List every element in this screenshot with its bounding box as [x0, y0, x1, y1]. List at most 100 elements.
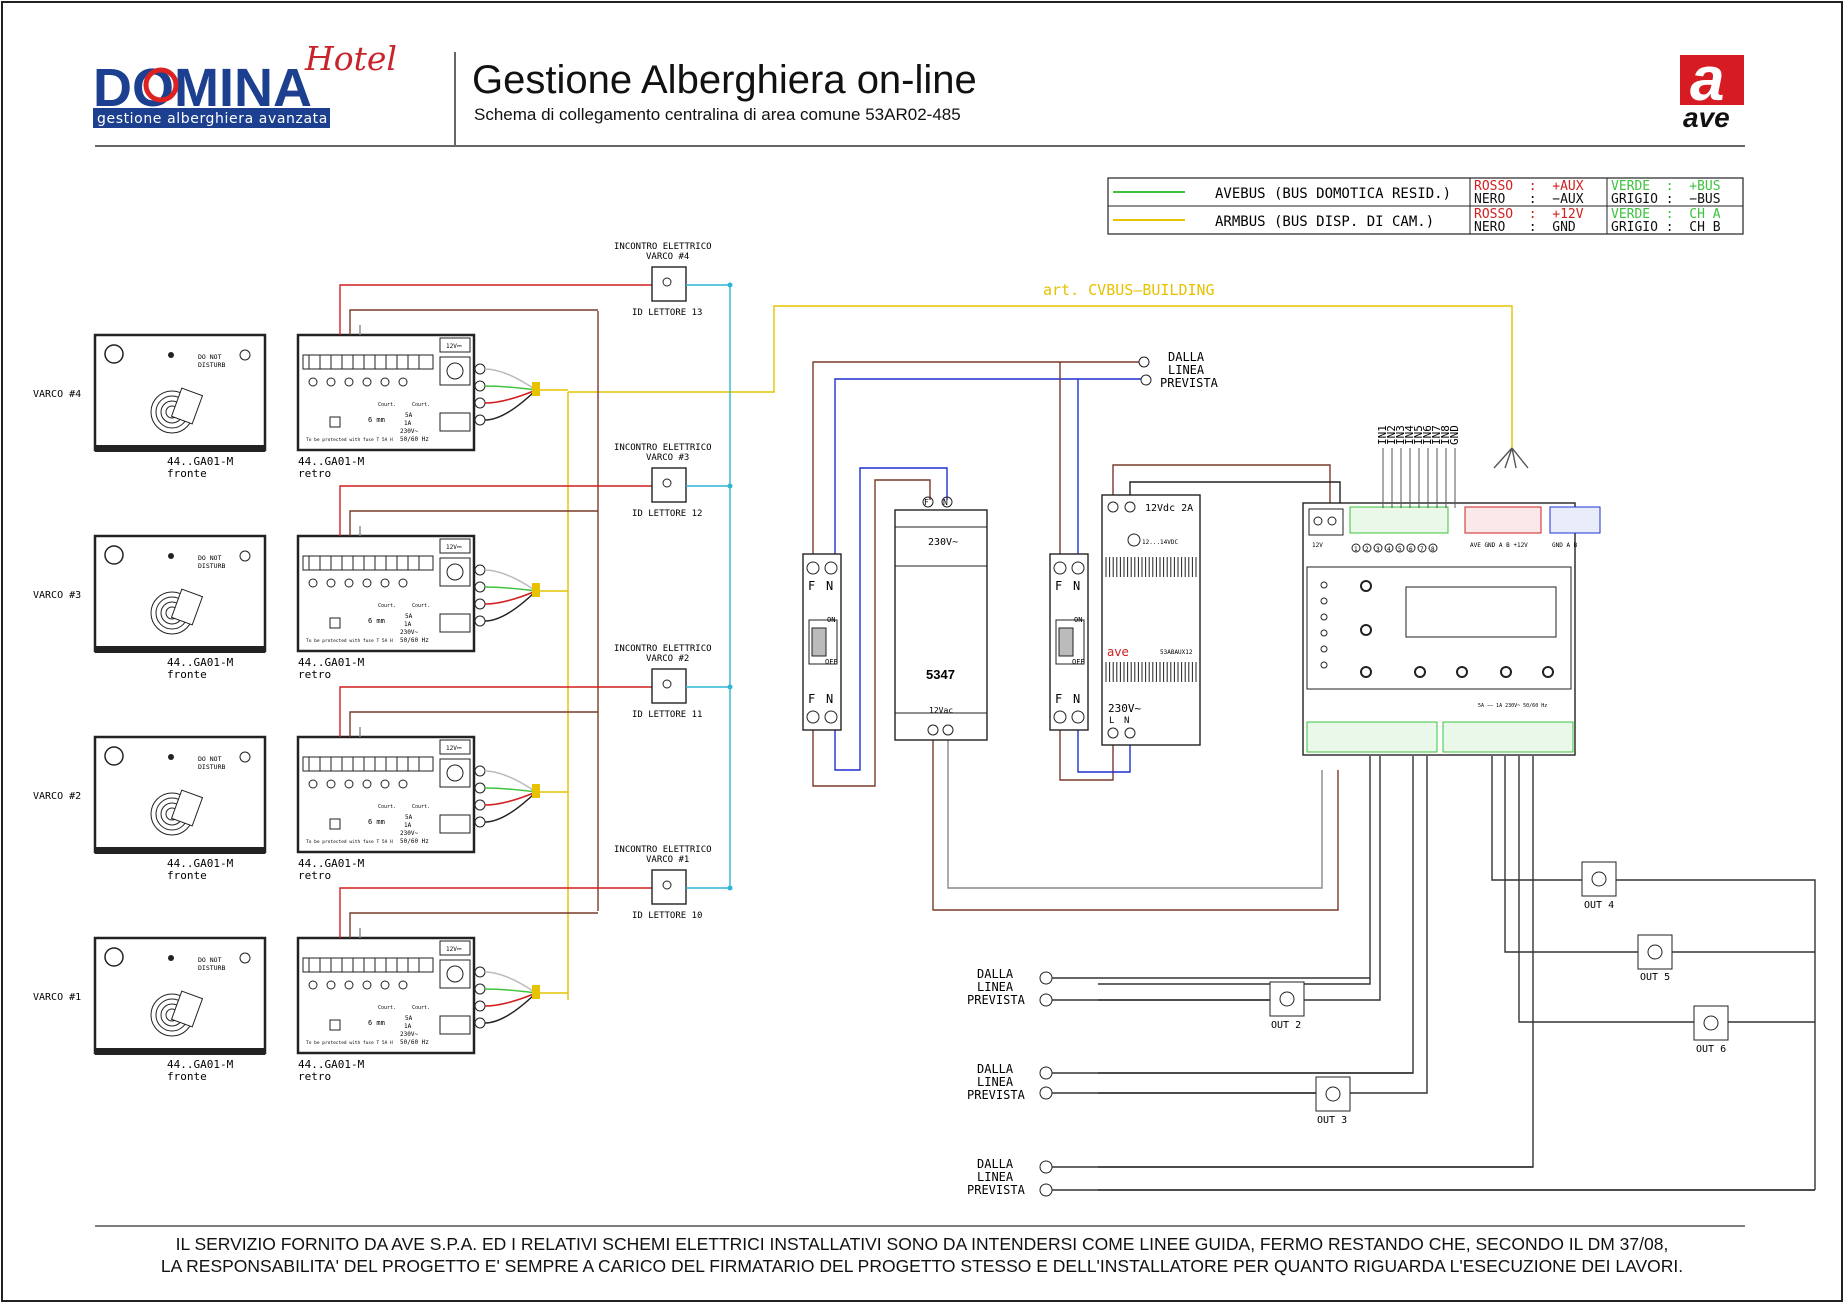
v12-label: 12V⎓: [446, 343, 462, 350]
connector-socket: [446, 764, 464, 782]
strike-wire-red: [339, 686, 653, 737]
psu-n: N: [1124, 716, 1129, 726]
legend-avebus-grey: GRIGIO : −BUS: [1611, 192, 1721, 207]
input-label: IN7: [1430, 425, 1443, 445]
court-label: Court.: [378, 1005, 396, 1011]
reader-front-base: [95, 646, 265, 653]
transformer-5347: F N 230V~ 5347 12Vac: [894, 496, 988, 741]
input-label: IN6: [1421, 425, 1434, 445]
reader-button: [104, 746, 124, 766]
bus-terminal: [474, 581, 486, 593]
line-in-wires: [1052, 977, 1815, 1191]
back-terminal-strip: [302, 354, 434, 370]
relay-terminal: [439, 814, 471, 834]
transformer-model: 5347: [926, 667, 955, 682]
input-label: IN3: [1394, 425, 1407, 445]
bus-terminal: [474, 397, 486, 409]
rating-3: 230V~: [400, 1031, 418, 1038]
led-indicator: [1500, 666, 1512, 678]
reader-back-model: 44..GA01-M: [298, 455, 365, 468]
bus-lead: [484, 787, 537, 793]
reader-back-side: retro: [298, 467, 331, 480]
bus-terminal: [474, 615, 486, 627]
bus-junction: [532, 784, 540, 798]
bus-lead: [484, 590, 537, 622]
mode-switch: [329, 818, 341, 830]
card-icon: [170, 387, 204, 425]
line-in-b-l2: LINEA: [977, 1075, 1014, 1089]
dnd-label-2: DISTURB: [198, 964, 225, 972]
strike-label: INCONTRO ELETTRICO: [614, 242, 712, 252]
strike-label-2: VARCO #1: [646, 855, 689, 865]
bus-terminal: [474, 1000, 486, 1012]
court-label: Court.: [412, 1005, 430, 1011]
led-indicator: [1456, 666, 1468, 678]
varco-row-3: VARCO #3DO NOTDISTURB44..GA01-Mfronte12V…: [33, 443, 733, 681]
ave-logo: a ave: [1680, 45, 1744, 133]
led-indicator: [1360, 666, 1372, 678]
person-icon: [168, 352, 174, 358]
dnd-label-2: DISTURB: [198, 361, 225, 369]
reader-front-base: [95, 1048, 265, 1055]
controller-avebus-label: AVE GND A B +12V: [1470, 542, 1528, 549]
strike-label-2: VARCO #3: [646, 453, 689, 463]
psu-vents-bottom: [1105, 662, 1197, 682]
armbus-connector: [439, 959, 471, 989]
court-label: Court.: [412, 402, 430, 408]
terminal-screw: [326, 779, 336, 789]
junction-dot: [727, 282, 733, 288]
power-icon: [143, 67, 179, 103]
card-icon: [170, 789, 204, 827]
terminal-screw: [326, 377, 336, 387]
line-in-main: DALLA LINEA PREVISTA: [1138, 350, 1219, 390]
rating-4: 50/60 Hz: [400, 637, 429, 644]
bus-terminal: [474, 380, 486, 392]
bus-lead: [484, 385, 537, 391]
legend-armbus-red: ROSSO : +12V: [1474, 207, 1584, 222]
terminal-screw: [380, 980, 390, 990]
line-in-main-l2: LINEA: [1168, 363, 1205, 377]
electric-strike: [651, 266, 687, 302]
breaker-right-f2: F: [1055, 692, 1062, 706]
bus-terminal: [474, 564, 486, 576]
status-led: [1320, 597, 1328, 605]
reader-front-model: 44..GA01-M: [167, 455, 234, 468]
input-number: 4: [1387, 546, 1391, 553]
reader-back-model: 44..GA01-M: [298, 1058, 365, 1071]
strike-wire-red: [339, 887, 653, 938]
person-icon: [168, 553, 174, 559]
line-in-b-l1: DALLA: [977, 1062, 1014, 1076]
reader-button: [104, 545, 124, 565]
psu-brand: ave: [1107, 645, 1129, 659]
breaker-right-f: F: [1055, 579, 1062, 593]
input-number: 5: [1398, 546, 1402, 553]
breaker-left-on: ON: [827, 616, 835, 624]
ave-logo-text: ave: [1683, 102, 1730, 133]
out-5-lamp: OUT 5: [1637, 934, 1673, 983]
input-terminal: [1351, 543, 1361, 553]
strike-label-2: VARCO #2: [646, 654, 689, 664]
psu-53abaux12: 12Vdc 2A 12...14VDC ave 53ABAUX12 230V~ …: [1101, 494, 1201, 746]
controller-12v-label: 12V: [1312, 542, 1323, 549]
mm-label: 6 mm: [368, 617, 385, 625]
bus-terminal: [474, 799, 486, 811]
lock-icon: [662, 478, 672, 488]
court-label: Court.: [412, 804, 430, 810]
rating-4: 50/60 Hz: [400, 436, 429, 443]
reader-front-side: fronte: [167, 1070, 207, 1083]
armbus-connector: [439, 557, 471, 587]
bus-terminal: [474, 598, 486, 610]
varco-row-1: VARCO #1DO NOTDISTURB44..GA01-Mfronte12V…: [33, 845, 733, 1083]
v12-terminal: [439, 337, 471, 353]
line-in-c-l3: PREVISTA: [967, 1183, 1026, 1197]
armbus-connector: [439, 356, 471, 386]
lock-icon: [662, 277, 672, 287]
reader-front-model: 44..GA01-M: [167, 857, 234, 870]
controller-armbus-label: GND A B: [1552, 542, 1578, 549]
key-icon: [239, 952, 251, 964]
varco-row-2: VARCO #2DO NOTDISTURB44..GA01-Mfronte12V…: [33, 644, 733, 882]
fuse-note: To be protected with fuse T 5A H: [306, 437, 393, 443]
v12-label: 12V⎓: [446, 946, 462, 953]
